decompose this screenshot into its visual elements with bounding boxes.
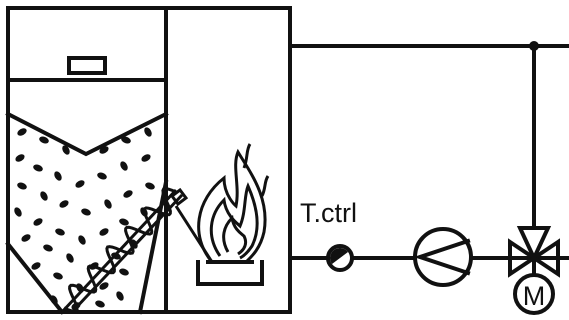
pellet [40, 191, 48, 201]
auger-screw [63, 187, 177, 313]
pellet [144, 127, 152, 137]
pellet [81, 208, 91, 216]
temperature-sensor: T.ctrl [300, 198, 357, 272]
pellet [43, 244, 53, 252]
pellet [15, 154, 25, 162]
pellet [54, 171, 62, 181]
flame-mid [209, 182, 259, 260]
pellet [97, 172, 107, 180]
pellet [116, 291, 124, 301]
three-way-valve [508, 226, 560, 278]
pellet [119, 268, 129, 276]
circulation-pump [413, 227, 473, 287]
burner-tray [196, 260, 264, 286]
pellet-silo [5, 111, 169, 315]
pellet [55, 228, 65, 236]
flame-outer [197, 148, 267, 264]
auger-tip [169, 187, 189, 207]
pellet [145, 182, 155, 190]
pump-arrow-icon [413, 238, 471, 276]
pellet [21, 234, 31, 242]
pellet [95, 300, 105, 308]
pellet [99, 282, 109, 290]
pellet [33, 218, 43, 226]
pellet [104, 199, 112, 209]
pellet [75, 180, 85, 188]
sensor-fill [330, 248, 348, 264]
flame-inner [222, 214, 248, 256]
pellet [31, 262, 41, 270]
pellet [66, 253, 74, 263]
valve-port-left [508, 238, 538, 278]
feed-auger [60, 187, 214, 314]
pellet [123, 190, 133, 198]
valve-motor: M [513, 273, 555, 315]
motor-label: M [523, 281, 546, 311]
boiler-housing [6, 6, 292, 314]
pellet [17, 128, 27, 136]
pellet [120, 161, 128, 171]
pellet [62, 145, 70, 155]
pellet [39, 136, 49, 144]
sensor-label: T.ctrl [300, 198, 357, 228]
pellet [119, 218, 129, 226]
pipe-junction [529, 41, 539, 51]
valve-port-right [530, 238, 560, 278]
pellet [14, 207, 22, 217]
pellet [59, 200, 69, 208]
pellet [99, 146, 109, 154]
pellet [99, 228, 109, 236]
hopper-right-wall [137, 179, 169, 315]
flame-wisp [242, 143, 252, 169]
pellet [78, 235, 86, 245]
pellet [141, 154, 151, 162]
hopper-top [5, 111, 169, 157]
valve-port-top [516, 226, 552, 263]
silo-hatch [67, 56, 107, 75]
pellet [17, 182, 27, 190]
pellet [33, 164, 43, 172]
pellet [121, 136, 131, 144]
burner-flame [196, 143, 270, 286]
boiler-outline [6, 6, 292, 314]
flame-wisp-right [260, 175, 270, 197]
pellet [50, 295, 58, 305]
motor-body [513, 273, 555, 315]
pellet [53, 272, 63, 280]
